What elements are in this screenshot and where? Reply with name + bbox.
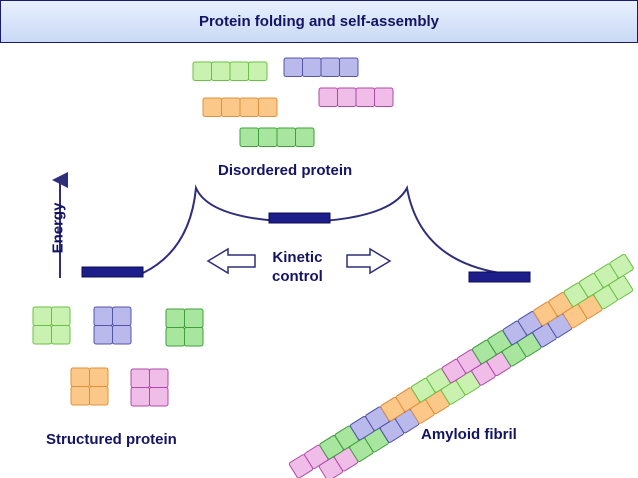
structured-block-cell: [184, 327, 204, 347]
structured-block-cell: [184, 308, 204, 328]
disordered-strand-cell: [229, 61, 249, 81]
structured-blocks: [32, 306, 204, 407]
structured-block-cell: [51, 306, 71, 326]
kinetic-label-line2: control: [272, 268, 323, 285]
disordered-energy-level: [268, 212, 331, 224]
kinetic-control-label: Kinetic control: [272, 248, 323, 286]
disordered-strand-cell: [302, 57, 322, 77]
disordered-strand-cell: [318, 87, 338, 107]
title-bar: Protein folding and self-assembly: [0, 0, 638, 43]
structured-block-cell: [93, 306, 113, 326]
energy-axis-label: Energy: [49, 202, 67, 254]
structured-block-cell: [93, 325, 113, 345]
disordered-strand-cell: [283, 57, 303, 77]
disordered-protein-label: Disordered protein: [218, 162, 353, 179]
structured-block-cell: [32, 325, 52, 345]
structured-block-cell: [165, 327, 185, 347]
disordered-strand-cell: [374, 87, 394, 107]
amyloid-energy-level: [468, 271, 531, 283]
page-title: Protein folding and self-assembly: [198, 13, 440, 30]
disordered-strand-cell: [355, 87, 375, 107]
disordered-strand-cell: [258, 97, 278, 117]
disordered-strand-cell: [211, 61, 231, 81]
amyloid-fibril-label: Amyloid fibril: [421, 426, 517, 443]
disordered-strand-cell: [320, 57, 340, 77]
structured-block-cell: [149, 387, 169, 407]
amyloid-cell: [608, 275, 634, 300]
disordered-strands: [192, 57, 394, 147]
disordered-strand-cell: [339, 57, 359, 77]
disordered-strand-cell: [192, 61, 212, 81]
disordered-strand-cell: [295, 127, 315, 147]
structured-block-cell: [112, 306, 132, 326]
disordered-strand-cell: [276, 127, 296, 147]
amyloid-fibril-graphic: [288, 253, 634, 478]
structured-protein-label: Structured protein: [46, 431, 177, 448]
structured-block-cell: [130, 387, 150, 407]
structured-block-cell: [149, 368, 169, 388]
disordered-strand-cell: [337, 87, 357, 107]
amyloid-cell: [609, 253, 634, 279]
structured-block-cell: [130, 368, 150, 388]
right-arrow-icon: [346, 247, 392, 275]
disordered-strand-cell: [239, 127, 259, 147]
disordered-strand-cell: [239, 97, 259, 117]
structured-block-cell: [89, 367, 109, 387]
structured-block-cell: [70, 386, 90, 406]
structured-block-cell: [165, 308, 185, 328]
structured-block-cell: [32, 306, 52, 326]
structured-block-cell: [112, 325, 132, 345]
structured-block-cell: [89, 386, 109, 406]
structured-block-cell: [51, 325, 71, 345]
structured-energy-level: [81, 266, 144, 278]
structured-block-cell: [70, 367, 90, 387]
kinetic-label-line1: Kinetic: [272, 249, 323, 266]
left-arrow-icon: [206, 247, 256, 275]
disordered-strand-cell: [258, 127, 278, 147]
disordered-strand-cell: [221, 97, 241, 117]
disordered-strand-cell: [202, 97, 222, 117]
disordered-strand-cell: [248, 61, 268, 81]
